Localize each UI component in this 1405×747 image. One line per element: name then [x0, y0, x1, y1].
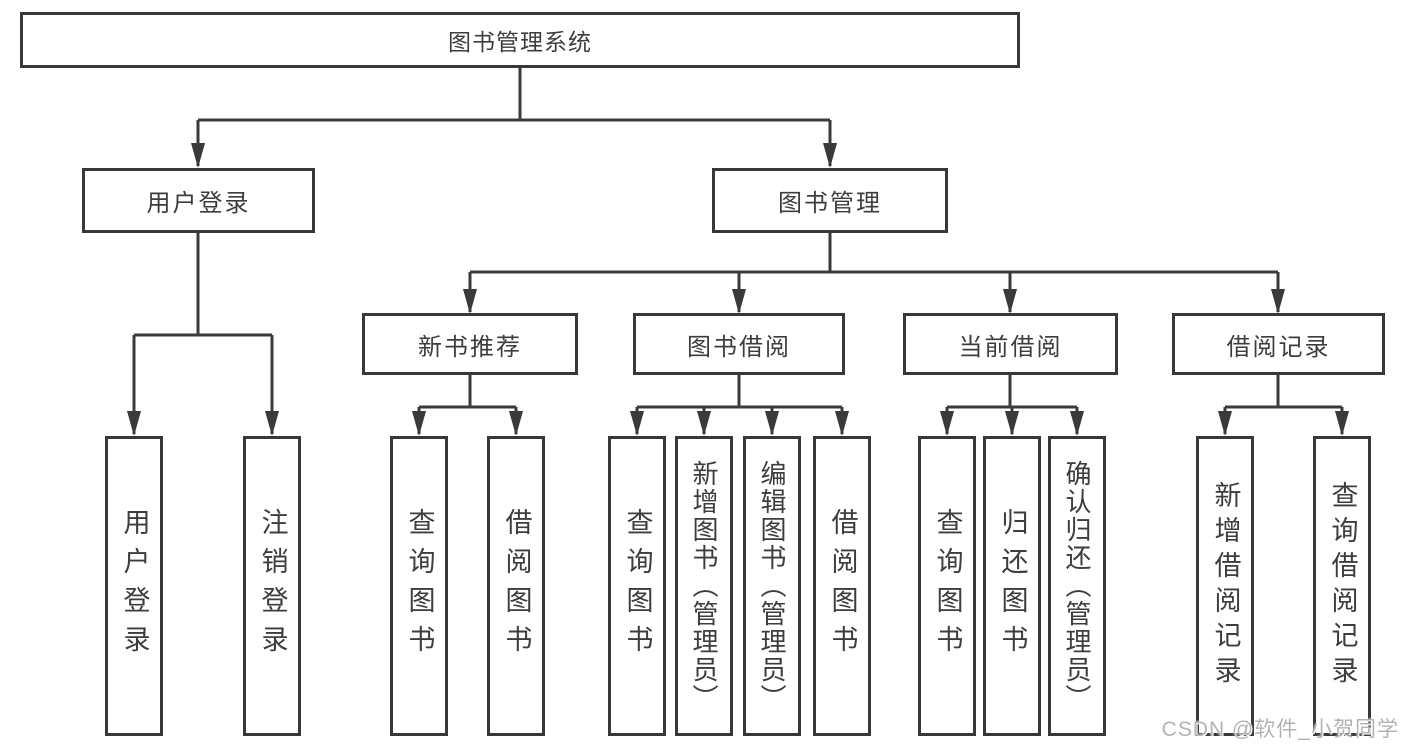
- node-leaf-add-book-admin: 新增图书（管理员）: [675, 436, 733, 736]
- node-label: 借阅记录: [1226, 333, 1331, 361]
- node-leaf-confirm-return-admin: 确认归还（管理员）: [1048, 436, 1106, 736]
- node-label: 借阅图书: [501, 508, 532, 664]
- node-leaf-return-book: 归还图书: [983, 436, 1041, 736]
- node-leaf-query-books-current: 查询图书: [918, 436, 976, 736]
- node-label: 图书管理: [778, 190, 882, 217]
- node-leaf-logout: 注销登录: [243, 436, 301, 736]
- node-label: 查询图书: [932, 508, 963, 664]
- node-leaf-borrow-books-recommend: 借阅图书: [487, 436, 545, 736]
- node-current-borrowing: 当前借阅: [903, 313, 1118, 375]
- node-leaf-add-borrow-record: 新增借阅记录: [1196, 436, 1254, 736]
- node-label: 当前借阅: [958, 333, 1063, 361]
- node-user-login: 用户登录: [82, 168, 315, 233]
- node-leaf-query-books-recommend: 查询图书: [390, 436, 448, 736]
- node-leaf-borrow-books-borrowing: 借阅图书: [813, 436, 871, 736]
- node-label: 确认归还（管理员）: [1062, 460, 1092, 712]
- node-leaf-query-books-borrowing: 查询图书: [608, 436, 666, 736]
- node-library-management-system: 图书管理系统: [20, 12, 1020, 68]
- node-book-borrowing: 图书借阅: [633, 313, 845, 375]
- node-label: 归还图书: [997, 508, 1028, 664]
- node-label: 图书借阅: [687, 333, 791, 361]
- node-label: 新书推荐: [418, 333, 522, 361]
- node-new-book-recommendation: 新书推荐: [362, 313, 578, 375]
- node-book-management: 图书管理: [712, 168, 948, 233]
- node-label: 编辑图书（管理员）: [757, 460, 787, 712]
- node-label: 用户登录: [146, 190, 251, 217]
- arrowheads: [127, 143, 1349, 436]
- node-label: 图书管理系统: [448, 29, 592, 55]
- node-leaf-user-login: 用户登录: [105, 436, 163, 736]
- watermark: CSDN @软件_小贺同学: [1161, 718, 1399, 741]
- node-leaf-edit-book-admin: 编辑图书（管理员）: [743, 436, 801, 736]
- node-label: 注销登录: [257, 508, 288, 664]
- node-leaf-query-borrow-record: 查询借阅记录: [1313, 436, 1371, 736]
- node-label: 用户登录: [119, 508, 150, 664]
- node-label: 查询图书: [404, 508, 435, 664]
- node-label: 借阅图书: [827, 508, 858, 664]
- node-label: 查询图书: [622, 508, 653, 664]
- node-label: 新增图书（管理员）: [689, 460, 719, 712]
- node-borrowing-records: 借阅记录: [1172, 313, 1385, 375]
- node-label: 新增借阅记录: [1210, 481, 1241, 691]
- node-label: 查询借阅记录: [1327, 481, 1358, 691]
